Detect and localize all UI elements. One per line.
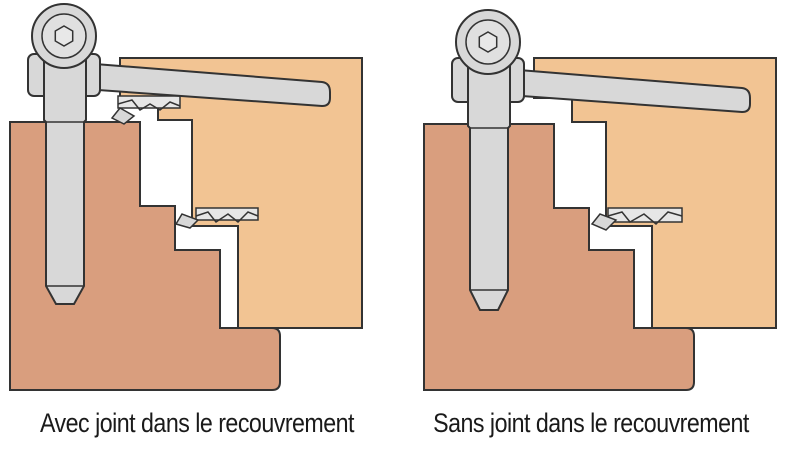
hex-socket-icon (54, 25, 74, 47)
overlap-seal (174, 207, 259, 229)
hinge-arm (69, 60, 331, 108)
hex-socket-icon (478, 31, 498, 53)
hinge-diagram-without-seal (423, 9, 777, 391)
caption-with-seal: Avec joint dans le recouvrement (39, 408, 355, 438)
figure-without-seal: Sans joint dans le recouvrement (394, 0, 788, 450)
caption-without-seal: Sans joint dans le recouvrement (433, 408, 749, 438)
hinge-arm (493, 66, 751, 114)
upper-seal (110, 95, 181, 125)
hinge-diagram-with-seal (9, 3, 363, 391)
upper-seal (590, 207, 683, 231)
figure-with-seal: Avec joint dans le recouvrement (9, 3, 363, 438)
hinge-pin (467, 63, 511, 311)
hinge-pin (43, 59, 87, 305)
